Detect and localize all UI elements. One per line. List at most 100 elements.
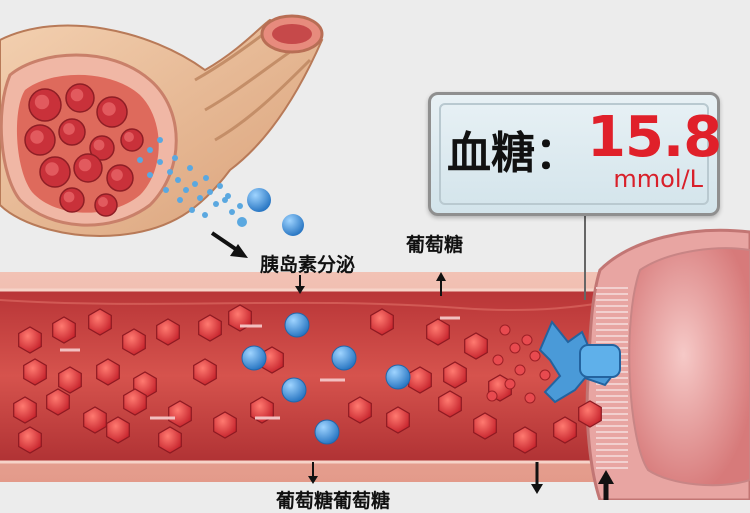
up-arrow-icon xyxy=(598,470,614,500)
insulin-dot xyxy=(282,214,304,236)
insulin-molecule xyxy=(385,364,411,390)
readout-screen xyxy=(439,103,709,205)
glucose-hexagon xyxy=(370,308,394,336)
insulin-dot xyxy=(237,203,243,209)
islet-highlight xyxy=(30,130,44,144)
insulin-dot xyxy=(202,212,208,218)
islet-highlight xyxy=(45,162,59,176)
glucose-hexagon xyxy=(158,426,182,454)
flow-marks xyxy=(60,316,460,420)
insulin-dot xyxy=(167,169,173,175)
insulin-dot xyxy=(225,193,231,199)
islet-highlight xyxy=(124,132,134,142)
insulin-molecule xyxy=(331,345,357,371)
glucose-hexagon xyxy=(58,366,82,394)
glucose-hexagon xyxy=(513,426,537,454)
down-arrow-icon xyxy=(308,462,318,484)
glucose-hexagon xyxy=(438,390,462,418)
insulin-dot xyxy=(172,155,178,161)
insulin-secretion-label: 胰岛素分泌 xyxy=(260,254,356,276)
glucose-hexagon xyxy=(18,326,42,354)
glucose-particle xyxy=(509,342,521,354)
glucose-hexagon xyxy=(426,318,450,346)
blood-glucose-readout: 血糖： 15.8 mmol/L xyxy=(428,92,722,216)
insulin-molecule xyxy=(314,419,340,445)
insulin-molecules xyxy=(241,312,411,445)
glucose-hexagon xyxy=(88,308,112,336)
pancreatic-islets xyxy=(24,83,144,217)
glucose-hexagon xyxy=(168,400,192,428)
glucose-hexagon xyxy=(193,358,217,386)
glucose-hexagon xyxy=(18,426,42,454)
glucose-hexagon xyxy=(13,396,37,424)
insulin-dot xyxy=(157,137,163,143)
glucose-hexagon xyxy=(213,411,237,439)
islet-highlight xyxy=(98,197,108,207)
glucose-hexagon xyxy=(578,400,602,428)
insulin-particles xyxy=(137,137,304,236)
insulin-dot xyxy=(189,207,195,213)
insulin-dot xyxy=(213,201,219,207)
glucose-particle xyxy=(521,334,533,346)
glucose-hexagon xyxy=(386,406,410,434)
insulin-dot xyxy=(137,157,143,163)
insulin-dot xyxy=(192,181,198,187)
insulin-dot xyxy=(203,175,209,181)
insulin-dot xyxy=(237,217,247,227)
diabetes-illustration xyxy=(0,14,750,500)
readout-unit: mmol/L xyxy=(613,165,703,193)
islet-highlight xyxy=(111,169,123,181)
insulin-dot xyxy=(217,183,223,189)
glucose-hexagon xyxy=(46,388,70,416)
insulin-molecule xyxy=(281,377,307,403)
insulin-molecule xyxy=(241,345,267,371)
glucose-particle xyxy=(499,324,511,336)
glucose-hexagon xyxy=(83,406,107,434)
glucose-hexagon xyxy=(473,412,497,440)
insulin-dot xyxy=(187,165,193,171)
glucose-hexagon xyxy=(106,416,130,444)
insulin-dot xyxy=(147,147,153,153)
glucose-hexagon xyxy=(122,328,146,356)
glucose-particles xyxy=(486,324,551,404)
islet-highlight xyxy=(63,191,75,203)
down-arrow-icon xyxy=(295,275,305,294)
insulin-dot xyxy=(207,189,213,195)
glucose-particle xyxy=(492,354,504,366)
islet-highlight xyxy=(63,123,75,135)
glucose-hexagon xyxy=(408,366,432,394)
insulin-molecule xyxy=(284,312,310,338)
glucose-hexagon xyxy=(52,316,76,344)
glucose-hexagon xyxy=(348,396,372,424)
glucose-hexagon xyxy=(23,358,47,386)
readout-value: 15.8 xyxy=(587,105,722,170)
insulin-dot xyxy=(147,172,153,178)
pancreas-organ xyxy=(0,14,324,237)
islet-highlight xyxy=(34,94,50,110)
down-arrow-icon xyxy=(531,462,543,494)
insulin-dot xyxy=(183,187,189,193)
readout-label: 血糖： xyxy=(447,128,579,179)
glucose-particle xyxy=(504,378,516,390)
insulin-dot xyxy=(177,197,183,203)
up-arrow-icon xyxy=(436,272,446,296)
islet-highlight xyxy=(70,88,84,102)
glucose-label: 葡萄糖 xyxy=(406,234,464,256)
insulin-receptor xyxy=(538,320,621,404)
glucose-hexagon xyxy=(553,416,577,444)
insulin-dot xyxy=(175,177,181,183)
glucose-hexagon xyxy=(198,314,222,342)
glucose-particle xyxy=(529,350,541,362)
glucose-particle xyxy=(514,364,526,376)
arrow-icon xyxy=(210,231,248,258)
glucose-hexagon xyxy=(156,318,180,346)
glucose-hexagon xyxy=(464,332,488,360)
insulin-dot xyxy=(163,187,169,193)
islet-highlight xyxy=(78,158,92,172)
insulin-dot xyxy=(197,195,203,201)
glucose-molecules xyxy=(13,304,602,454)
insulin-dot xyxy=(247,188,271,212)
islet-highlight xyxy=(93,139,105,151)
glucose-particle xyxy=(539,369,551,381)
islet-highlight xyxy=(102,102,116,116)
